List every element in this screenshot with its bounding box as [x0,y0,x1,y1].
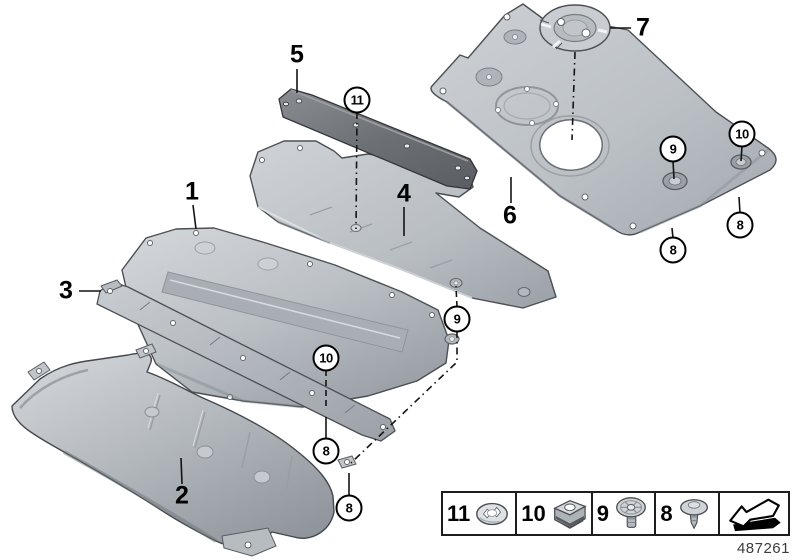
legend-number: 9 [596,500,609,526]
circled-callout-11-0[interactable]: 11 [343,86,371,114]
part-2-heat-shield [11,343,357,557]
callout-1[interactable]: 1 [185,177,199,206]
leader-lines [79,27,743,495]
legend-cell-11: 11 [443,493,518,534]
circled-callout-8-7[interactable]: 8 [726,211,754,239]
circled-callout-9-4[interactable]: 9 [443,305,471,333]
part-5-reinforcement-bar [278,88,478,190]
callout-7[interactable]: 7 [636,13,650,42]
circled-callout-8-3[interactable]: 8 [335,494,363,522]
legend-cell-8: 8 [656,493,720,534]
blind-rivet-icon [679,498,708,530]
circled-callout-8-8[interactable]: 8 [659,236,687,264]
part-6-underbody-shield [430,3,777,236]
part-7-sealing-ring [539,4,611,52]
circled-callout-8-2[interactable]: 8 [312,437,340,465]
legend-cell-arrow [720,493,788,534]
circled-callout-10-6[interactable]: 10 [728,120,756,148]
legend-number: 8 [660,500,673,526]
callout-4[interactable]: 4 [397,179,411,208]
drawing-number: 487261 [736,540,790,557]
expanding-rivet-icon [616,496,646,528]
lock-washer-icon [476,502,509,525]
circled-callout-9-5[interactable]: 9 [659,135,687,163]
direction-arrow-icon [729,498,781,531]
legend-number: 10 [521,500,546,526]
callout-6[interactable]: 6 [503,201,517,230]
legend-cell-10: 10 [517,493,593,534]
fastener-legend: 11 10 9 [441,491,790,536]
part-3-mounting-rail [96,279,396,442]
cage-nut-icon [552,499,587,529]
legend-cell-9: 9 [592,493,657,534]
callout-3[interactable]: 3 [59,276,73,305]
callout-5[interactable]: 5 [290,40,304,69]
circled-callout-10-1[interactable]: 10 [312,344,340,372]
part-1-front-underbody-panel [121,227,460,409]
legend-number: 11 [447,500,471,526]
callout-2[interactable]: 2 [175,481,189,510]
part-4-underfloor-panel [249,140,557,309]
